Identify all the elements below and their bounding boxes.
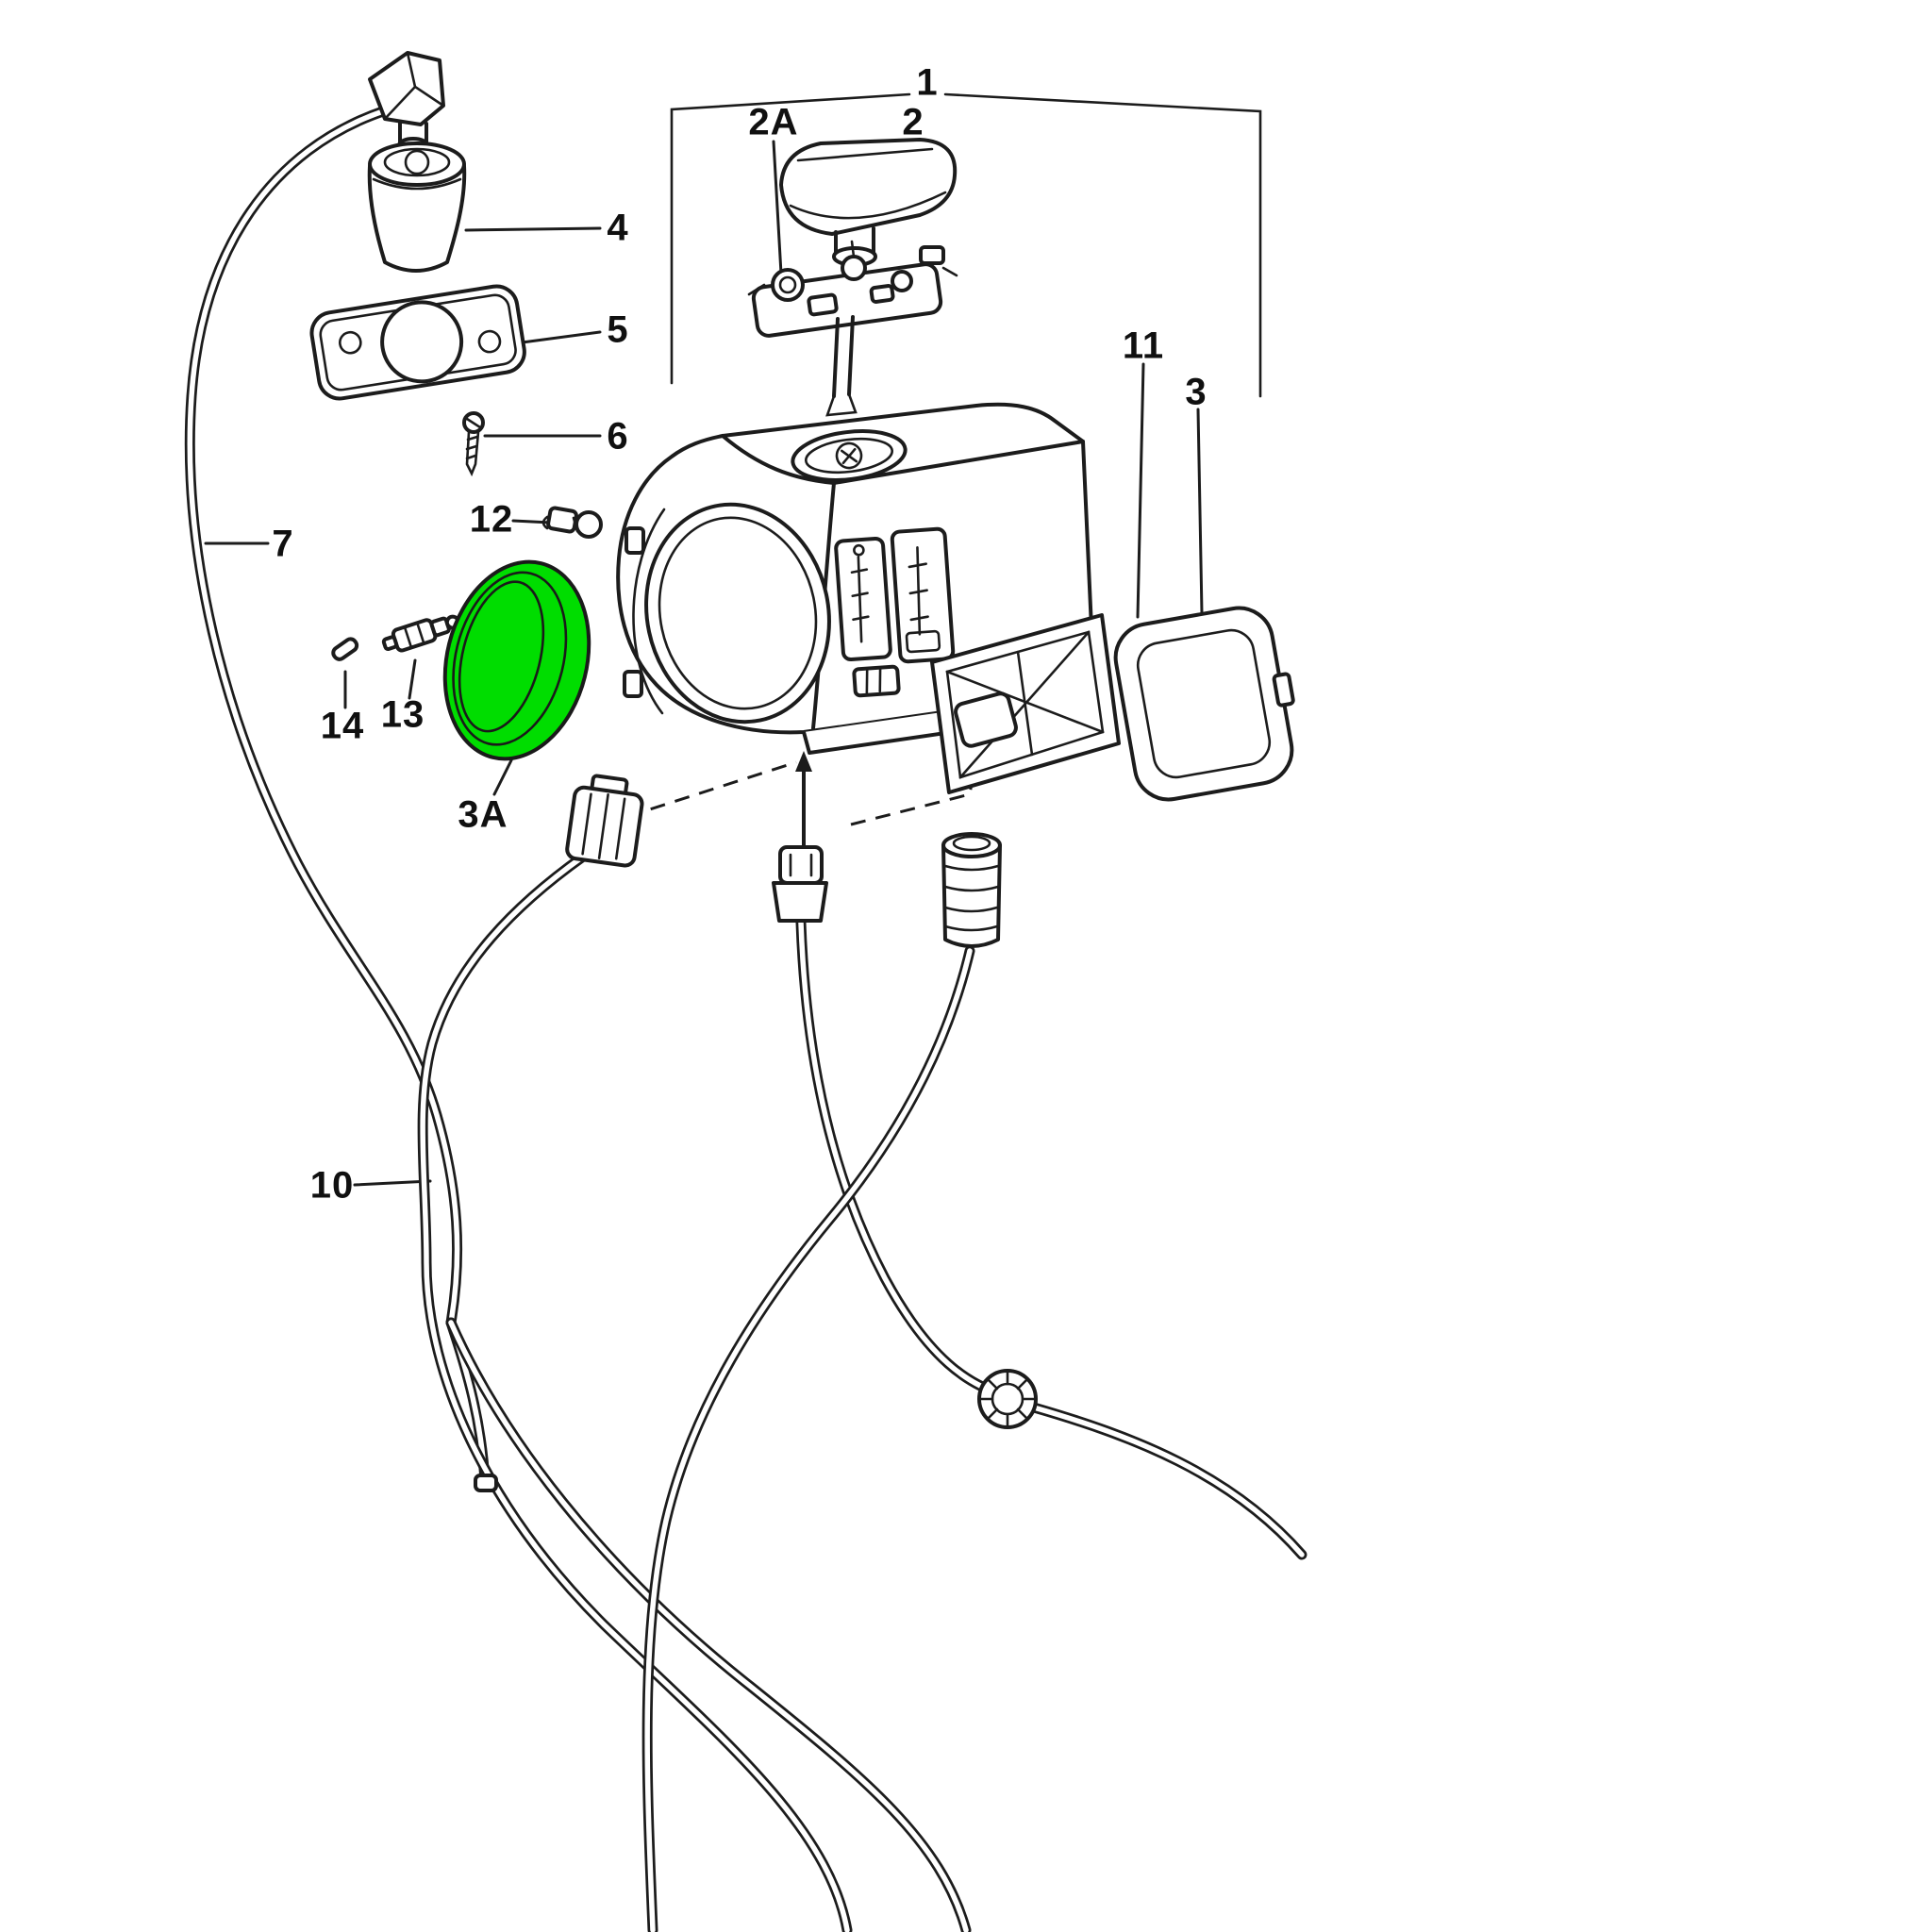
connector-b — [772, 845, 828, 923]
cable-plug-connector — [368, 51, 445, 154]
assembly-arrow — [795, 751, 812, 860]
part-label-10: 10 — [309, 1164, 355, 1207]
part-3a-cover-highlighted — [442, 559, 591, 761]
part-label-14: 14 — [320, 705, 365, 747]
part-2a-mechanism — [747, 240, 958, 417]
part-label-3a: 3A — [458, 793, 508, 836]
part-label-2: 2 — [902, 101, 924, 143]
part-label-13: 13 — [380, 693, 425, 736]
group-1-bracket — [670, 92, 1262, 398]
part-3-frame — [1113, 606, 1295, 802]
part-label-1: 1 — [916, 61, 939, 104]
part-label-6: 6 — [607, 415, 629, 458]
part-label-4: 4 — [607, 207, 629, 249]
cable-harness — [184, 106, 1307, 1932]
cable-end-cap — [474, 1474, 498, 1492]
part-label-11: 11 — [1122, 325, 1165, 367]
assembly-dashed-lines — [625, 759, 977, 826]
part-13-valve — [381, 614, 460, 653]
connector-a — [565, 774, 644, 868]
cable-grommet — [977, 1369, 1038, 1429]
part-label-2a: 2A — [748, 101, 799, 143]
part-14-pin — [331, 637, 359, 661]
part-label-12: 12 — [469, 498, 514, 541]
part-11-grille — [930, 613, 1121, 794]
part-12-bulb — [541, 506, 603, 539]
part-label-5: 5 — [607, 308, 629, 351]
part-6-screw — [462, 411, 485, 477]
part-4-knob — [367, 142, 467, 273]
connector-c — [941, 832, 1002, 948]
leader-lines — [204, 140, 1204, 1187]
part-label-7: 7 — [272, 523, 294, 565]
part-5-plate — [309, 284, 526, 401]
part-label-3: 3 — [1185, 371, 1208, 413]
